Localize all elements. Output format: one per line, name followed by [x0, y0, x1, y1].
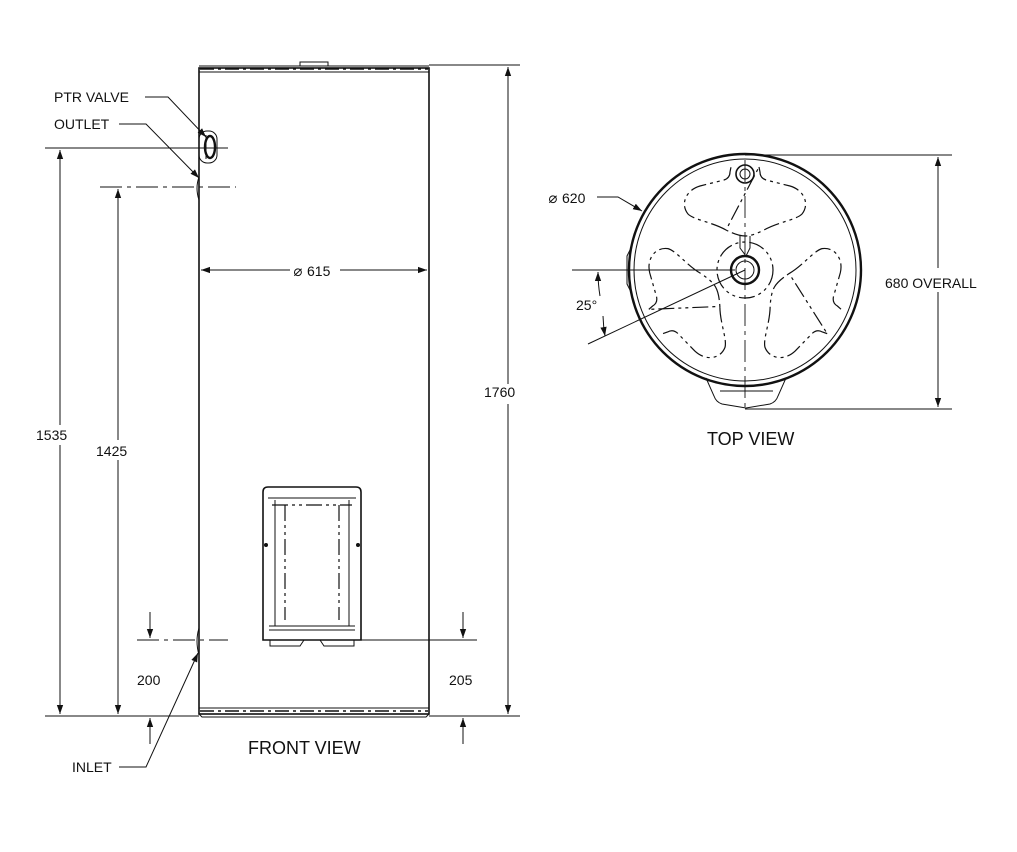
top-view-title: TOP VIEW	[707, 429, 794, 449]
tank-top-cap	[199, 61, 429, 73]
ptr-valve-label: PTR VALVE	[54, 89, 129, 105]
front-dimension-lines	[56, 67, 512, 744]
spokes	[739, 236, 751, 257]
inlet-fitting	[196, 627, 200, 656]
diameter-symbol-front: ⌀	[293, 263, 302, 280]
outlet-label: OUTLET	[54, 116, 110, 132]
front-view: PTR VALVE OUTLET INLET ⌀ 615 1760 1535 1…	[36, 61, 520, 775]
inlet-label: INLET	[72, 759, 112, 775]
outlet-fitting	[196, 176, 200, 201]
base-bracket	[705, 377, 787, 409]
front-leader-lines	[119, 96, 207, 768]
access-panel	[262, 486, 362, 647]
ptr-valve-fitting	[198, 130, 218, 164]
front-extension-lines	[45, 64, 520, 717]
tank-body	[198, 67, 430, 715]
tank-base	[198, 707, 430, 718]
dimension-overall-height: 1760	[484, 384, 515, 400]
dimension-panel-height: 205	[449, 672, 473, 688]
dimension-ptr-height: 1535	[36, 427, 67, 443]
front-view-title: FRONT VIEW	[248, 738, 361, 758]
dimension-outlet-height: 1425	[96, 443, 127, 459]
top-view: ⌀ 620 680 OVERALL 25° TOP VIEW	[548, 152, 977, 449]
dimension-overall-depth: 680 OVERALL	[885, 275, 977, 291]
dimension-diameter-front: 615	[307, 263, 331, 279]
handle-cutouts	[624, 165, 866, 375]
dimension-angle: 25°	[576, 297, 597, 313]
dimension-diameter-top: 620	[562, 190, 586, 206]
diameter-symbol-top: ⌀	[548, 190, 557, 207]
dimension-inlet-height: 200	[137, 672, 161, 688]
